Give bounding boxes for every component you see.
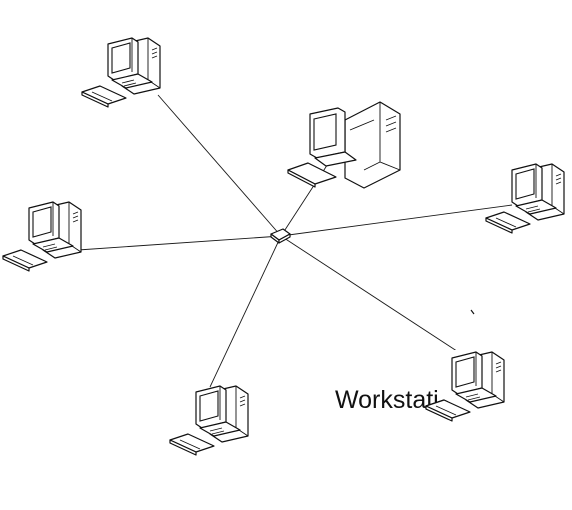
link-workstation-right bbox=[280, 204, 513, 237]
link-workstation-bottom-left bbox=[209, 235, 282, 388]
hub[interactable] bbox=[270, 228, 291, 244]
workstation-left[interactable] bbox=[2, 201, 82, 272]
workstation-bottom-right-overlay bbox=[425, 350, 508, 425]
network-links bbox=[77, 94, 513, 388]
link-workstation-bottom-right bbox=[280, 235, 467, 358]
workstation-top-left[interactable] bbox=[81, 37, 161, 108]
workstation-bottom-left[interactable] bbox=[169, 385, 249, 456]
workstation-right[interactable] bbox=[485, 163, 565, 234]
stray-mark bbox=[470, 309, 475, 315]
server[interactable] bbox=[287, 101, 401, 189]
workstation-label: Workstati bbox=[335, 386, 439, 414]
link-workstation-top-left bbox=[157, 94, 282, 237]
link-workstation-left bbox=[77, 235, 282, 251]
